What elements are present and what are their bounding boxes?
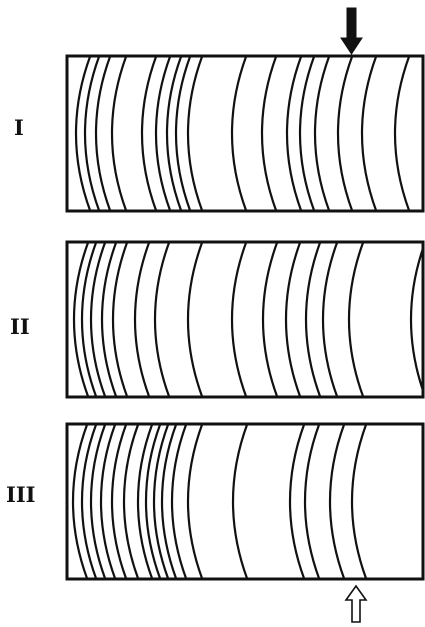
hollow-up-arrow-icon xyxy=(346,586,366,622)
panel-3 xyxy=(67,422,423,581)
panel-1 xyxy=(67,54,423,213)
solid-down-arrow-icon xyxy=(341,8,362,54)
panels-layer xyxy=(67,54,425,581)
panel-background xyxy=(67,424,423,579)
panel-2 xyxy=(67,240,425,399)
